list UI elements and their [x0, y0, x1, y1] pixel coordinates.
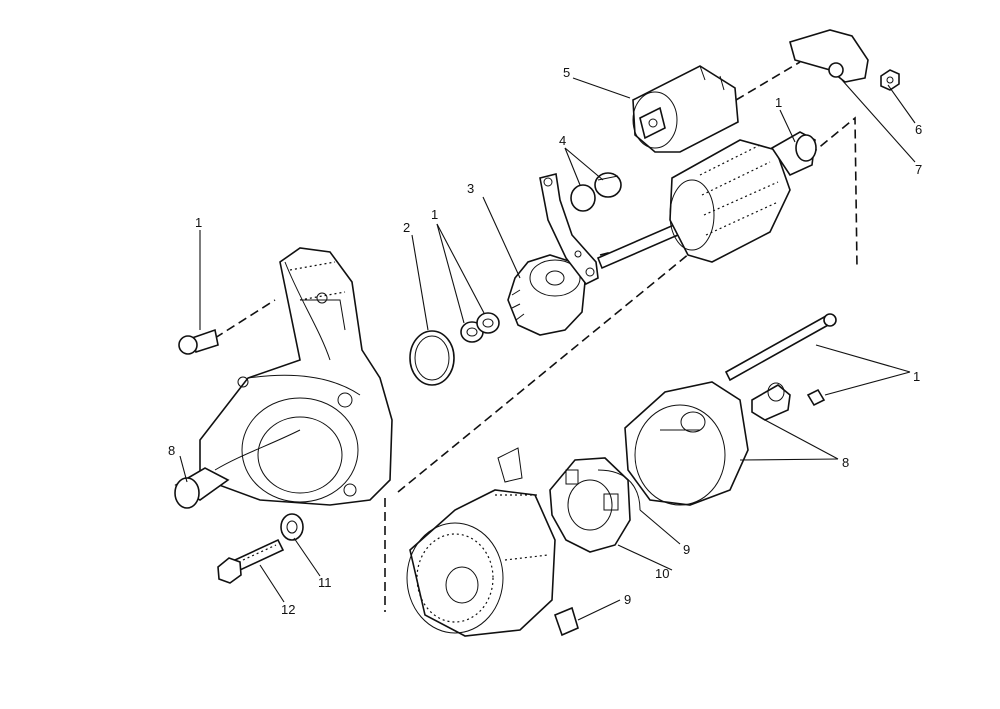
brush — [553, 606, 579, 637]
callout-7: 7 — [915, 162, 922, 177]
solenoid — [632, 65, 739, 153]
washer — [280, 513, 304, 541]
housing-screw — [178, 328, 219, 355]
circlip — [409, 330, 455, 386]
callout-11: 11 — [318, 575, 332, 590]
assembly-dashed-lines — [214, 61, 858, 612]
callout-8-right: 8 — [842, 455, 849, 470]
callout-3: 3 — [467, 181, 474, 196]
tie-rod — [724, 313, 837, 382]
lever-bushes — [570, 172, 622, 212]
callout-2: 2 — [403, 220, 410, 235]
drive-end-bush — [174, 467, 230, 509]
terminal-nut — [880, 69, 900, 91]
thrust-collar — [460, 312, 500, 343]
leader-lines — [179, 77, 916, 621]
commutator-end-cover — [624, 381, 749, 506]
callout-4: 4 — [559, 133, 566, 148]
callout-labels: 1 2 1 3 4 5 1 6 7 1 8 8 9 10 9 11 12 — [168, 65, 922, 617]
callout-1-screw: 1 — [195, 215, 202, 230]
brush-holder-plate — [549, 457, 641, 553]
through-bolt — [217, 538, 285, 584]
callout-10: 10 — [655, 566, 669, 581]
drive-end-housing — [199, 247, 393, 506]
yoke-frame — [406, 447, 556, 637]
engaging-lever — [539, 173, 599, 286]
callout-1-armature: 1 — [775, 95, 782, 110]
callout-9-lower: 9 — [624, 592, 631, 607]
callout-1-tierod: 1 — [913, 369, 920, 384]
callout-12: 12 — [281, 602, 295, 617]
terminal-cover — [789, 29, 869, 83]
armature — [596, 131, 817, 270]
callout-1-collar: 1 — [431, 207, 438, 222]
callout-9-upper: 9 — [683, 542, 690, 557]
callout-8-left: 8 — [168, 443, 175, 458]
commutator-end-bush — [751, 382, 791, 421]
small-screw — [806, 388, 826, 407]
callout-5: 5 — [563, 65, 570, 80]
callout-6: 6 — [915, 122, 922, 137]
